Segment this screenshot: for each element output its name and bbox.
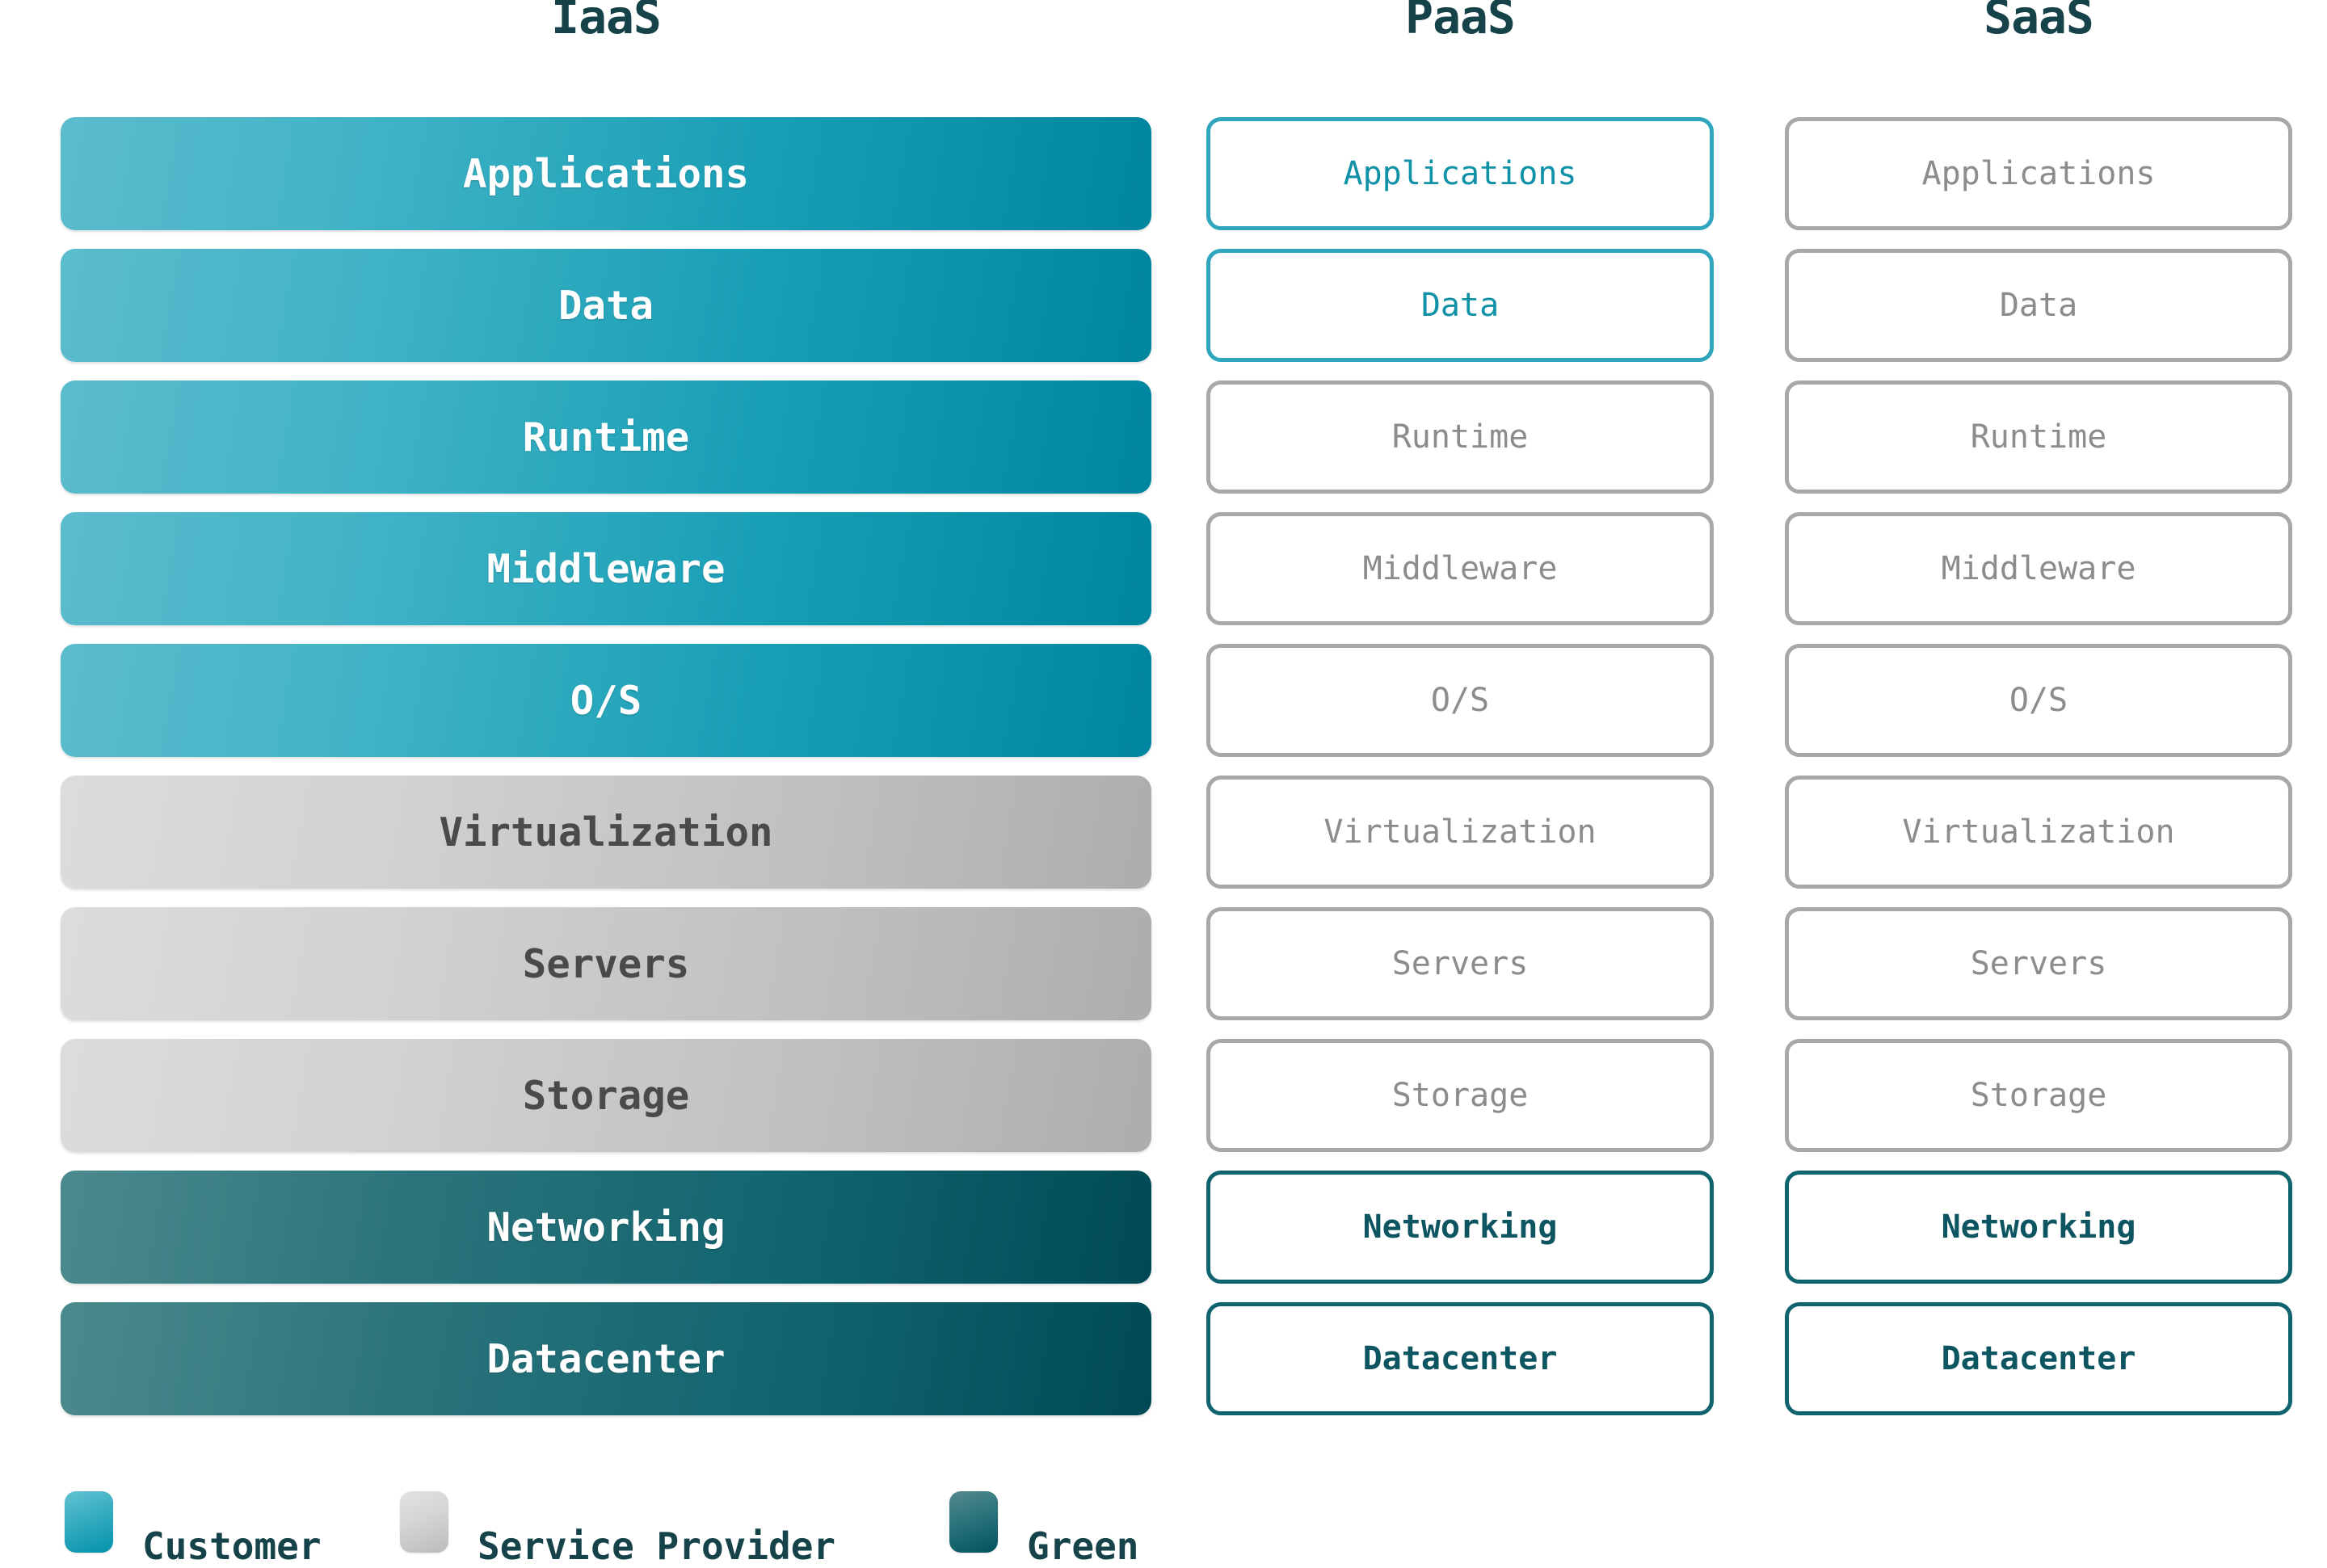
layer-cell-saas-data[interactable]: Data: [1785, 249, 2292, 362]
layer-label: Networking: [1362, 1209, 1558, 1246]
layer-cell-paas-storage[interactable]: Storage: [1206, 1039, 1714, 1152]
layer-label: Servers: [1391, 945, 1529, 982]
legend-label-customer: Customer: [142, 1524, 322, 1568]
layer-label: Datacenter: [486, 1335, 726, 1382]
layer-cell-iaas-virtualization[interactable]: Virtualization: [61, 776, 1151, 889]
layer-cell-iaas-servers[interactable]: Servers: [61, 907, 1151, 1020]
layer-cell-paas-o-s[interactable]: O/S: [1206, 644, 1714, 757]
legend-label-green: Green: [1027, 1524, 1139, 1568]
layer-label: O/S: [1430, 682, 1490, 719]
layer-label: Servers: [522, 940, 690, 987]
layer-label: O/S: [2009, 682, 2068, 719]
layer-label: Applications: [1343, 155, 1577, 192]
layer-cell-paas-networking[interactable]: Networking: [1206, 1171, 1714, 1284]
layer-cell-paas-datacenter[interactable]: Datacenter: [1206, 1302, 1714, 1415]
layer-cell-paas-virtualization[interactable]: Virtualization: [1206, 776, 1714, 889]
layer-cell-paas-middleware[interactable]: Middleware: [1206, 512, 1714, 625]
layer-cell-iaas-datacenter[interactable]: Datacenter: [61, 1302, 1151, 1415]
layer-label: Virtualization: [1902, 813, 2175, 851]
layer-label: Networking: [1941, 1209, 2136, 1246]
column-header-iaas: IaaS: [551, 0, 662, 44]
layer-label: Data: [558, 282, 654, 329]
layer-label: Networking: [486, 1204, 726, 1251]
layer-cell-paas-applications[interactable]: Applications: [1206, 117, 1714, 230]
layer-cell-saas-datacenter[interactable]: Datacenter: [1785, 1302, 2292, 1415]
layer-label: Datacenter: [1941, 1340, 2136, 1377]
legend: Customer Service Provider Green: [0, 1490, 2327, 1565]
legend-label-service-provider: Service Provider: [478, 1524, 836, 1568]
layer-label: Applications: [462, 150, 749, 197]
layer-cell-iaas-runtime[interactable]: Runtime: [61, 380, 1151, 494]
legend-item-service-provider: Service Provider: [400, 1490, 835, 1565]
layer-label: Data: [1420, 287, 1500, 324]
layer-cell-paas-servers[interactable]: Servers: [1206, 907, 1714, 1020]
layer-cell-iaas-data[interactable]: Data: [61, 249, 1151, 362]
legend-swatch-service-provider-icon: [400, 1490, 448, 1553]
layer-label: Virtualization: [1323, 813, 1597, 851]
layer-cell-paas-data[interactable]: Data: [1206, 249, 1714, 362]
layer-cell-saas-runtime[interactable]: Runtime: [1785, 380, 2292, 494]
layer-cell-saas-applications[interactable]: Applications: [1785, 117, 2292, 230]
layer-label: Middleware: [1941, 550, 2136, 587]
column-header-saas: SaaS: [1984, 0, 2094, 44]
layer-cell-saas-storage[interactable]: Storage: [1785, 1039, 2292, 1152]
layer-label: Middleware: [1362, 550, 1558, 587]
layer-cell-paas-runtime[interactable]: Runtime: [1206, 380, 1714, 494]
layer-cell-saas-networking[interactable]: Networking: [1785, 1171, 2292, 1284]
layer-cell-saas-middleware[interactable]: Middleware: [1785, 512, 2292, 625]
layer-label: Middleware: [486, 545, 726, 592]
layer-cell-iaas-applications[interactable]: Applications: [61, 117, 1151, 230]
layer-label: Virtualization: [439, 809, 773, 855]
layer-cell-saas-o-s[interactable]: O/S: [1785, 644, 2292, 757]
layer-label: Runtime: [1970, 418, 2107, 456]
layer-label: Storage: [1391, 1077, 1529, 1114]
legend-item-green: Green: [949, 1490, 1138, 1565]
layer-cell-iaas-storage[interactable]: Storage: [61, 1039, 1151, 1152]
layer-label: Runtime: [522, 414, 690, 460]
legend-swatch-green-icon: [949, 1490, 998, 1553]
layer-label: Datacenter: [1362, 1340, 1558, 1377]
layer-label: Storage: [522, 1072, 690, 1119]
layer-cell-iaas-o-s[interactable]: O/S: [61, 644, 1151, 757]
layer-label: Storage: [1970, 1077, 2107, 1114]
layer-label: Applications: [1921, 155, 2156, 192]
column-header-paas: PaaS: [1405, 0, 1516, 44]
layer-label: Servers: [1970, 945, 2107, 982]
layer-cell-saas-servers[interactable]: Servers: [1785, 907, 2292, 1020]
layer-label: Data: [1999, 287, 2078, 324]
legend-swatch-customer-icon: [65, 1490, 113, 1553]
layer-cell-iaas-networking[interactable]: Networking: [61, 1171, 1151, 1284]
layer-cell-saas-virtualization[interactable]: Virtualization: [1785, 776, 2292, 889]
layer-cell-iaas-middleware[interactable]: Middleware: [61, 512, 1151, 625]
layer-label: Runtime: [1391, 418, 1529, 456]
layer-label: O/S: [570, 677, 642, 724]
legend-item-customer: Customer: [65, 1490, 322, 1565]
